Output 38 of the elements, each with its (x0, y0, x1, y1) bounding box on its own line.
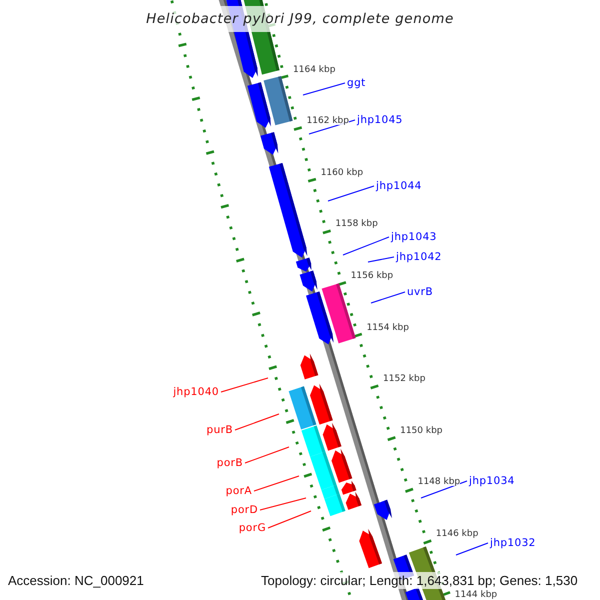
leader-line (368, 256, 394, 262)
gene-label: porD (230, 504, 258, 516)
gene-label: jhp1045 (357, 114, 403, 126)
gene-label: jhp1034 (469, 475, 515, 487)
gene-label: porB (216, 457, 243, 469)
leader-line (220, 378, 268, 392)
leader-line (370, 292, 406, 304)
leader-line (342, 236, 390, 256)
leader-line (244, 446, 290, 464)
scale-label: 1144 kbp (454, 591, 498, 599)
gene-label: porG (238, 522, 266, 534)
scale-label: 1156 kbp (350, 272, 394, 280)
gene-label: jhp1040 (173, 386, 219, 398)
gene-label: purB (206, 424, 233, 436)
scale-label: 1146 kbp (436, 530, 478, 538)
leader-line (456, 542, 488, 556)
leader-line (234, 414, 280, 430)
gene-label: ggt (347, 77, 366, 89)
leader-line (260, 498, 306, 510)
leader-line (328, 186, 374, 202)
scale-label: 1160 kbp (320, 168, 364, 177)
gene-label: porA (226, 485, 252, 497)
leader-line (254, 476, 300, 492)
scale-label: 1148 kbp (418, 478, 460, 486)
scale-label: 1162 kbp (306, 117, 349, 126)
scale-label: 1158 kbp (335, 220, 378, 228)
scale-label: 1164 kbp (293, 66, 336, 74)
gene-label: uvrB (407, 286, 433, 298)
gene-label: jhp1042 (396, 251, 442, 263)
gene-label: jhp1044 (376, 180, 422, 192)
scale-label: 1150 kbp (400, 426, 442, 435)
gene-label: jhp1032 (490, 537, 536, 549)
scale-label: 1152 kbp (383, 375, 426, 384)
scale-label: 1154 kbp (366, 324, 409, 332)
leader-line (420, 480, 468, 498)
leader-line (302, 82, 346, 96)
gene-label: jhp1043 (391, 231, 437, 243)
leader-line (268, 510, 312, 528)
